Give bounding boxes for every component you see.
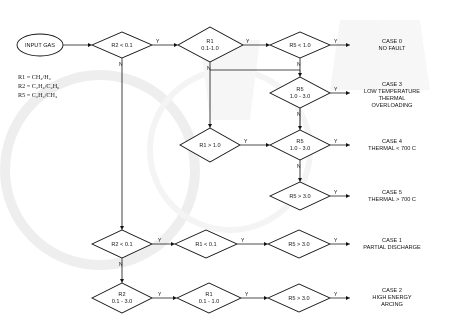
legend-r5: R5 = C₂H₂/CH₄	[18, 92, 57, 99]
case-3-desc-2: THERMAL	[379, 96, 406, 102]
decision-r2-lt-01-bottom-label: R2 < 0.1	[111, 242, 132, 248]
case-4-outcome: CASE 4 THERMAL < 700 C	[368, 139, 416, 152]
decision-r5-10-30-lower-line2: 1.0 - 3.0	[290, 146, 311, 152]
decision-r5-gt-30-upper: R5 > 3.0	[270, 182, 330, 210]
no-label: N	[297, 62, 301, 68]
decision-r5-gt-30-middle-label: R5 > 3.0	[288, 242, 309, 248]
no-label: N	[119, 262, 123, 268]
case-2-desc-2: ARCING	[381, 302, 403, 308]
decision-r2-01-30: R2 0.1 - 3.0	[92, 283, 152, 313]
case-1-desc: PARTIAL DISCHARGE	[363, 245, 421, 251]
decision-r1-01-10-top-line2: 0.1-1.0	[201, 46, 218, 52]
decision-r5-gt-30-bottom-label: R5 > 3.0	[288, 296, 309, 302]
ratio-legend: R1 = CH₄/H₂ R2 = C₂H₄/C₂H₆ R5 = C₂H₂/CH₄	[18, 74, 59, 99]
decision-r5-10-30-upper: R5 1.0 - 3.0	[270, 77, 330, 108]
input-gas-label: INPUT GAS	[25, 43, 55, 49]
yes-label: Y	[334, 238, 338, 244]
decision-r2-lt-01-top: R2 < 0.1	[92, 32, 152, 58]
decision-r1-lt-01-label: R1 < 0.1	[195, 242, 216, 248]
yes-label: Y	[245, 292, 249, 298]
case-3-desc-3: OVERLOADING	[371, 103, 412, 109]
yes-label: Y	[158, 292, 162, 298]
decision-r5-gt-30-middle: R5 > 3.0	[268, 230, 330, 258]
decision-r5-lt-10: R5 < 1.0	[270, 32, 330, 58]
no-label: N	[297, 164, 301, 170]
decision-r5-10-30-upper-line2: 1.0 - 3.0	[290, 94, 311, 100]
case-0-title: CASE 0	[382, 39, 402, 45]
decision-r1-lt-01: R1 < 0.1	[175, 230, 237, 258]
case-3-desc-1: LOW TEMPERATURE	[364, 89, 420, 95]
case-4-desc: THERMAL < 700 C	[368, 146, 416, 152]
input-gas-node: INPUT GAS	[17, 34, 63, 56]
decision-r5-10-30-lower-line1: R5	[296, 139, 303, 145]
no-label: N	[297, 112, 301, 118]
case-1-title: CASE 1	[382, 238, 402, 244]
case-2-outcome: CASE 2 HIGH ENERGY ARCING	[372, 288, 411, 308]
case-5-title: CASE 5	[382, 190, 402, 196]
no-label: N	[119, 62, 123, 68]
case-2-desc-1: HIGH ENERGY	[372, 295, 411, 301]
case-5-desc: THERMAL > 700 C	[368, 197, 416, 203]
decision-r2-01-30-line1: R2	[118, 292, 125, 298]
decision-r2-lt-01-top-label: R2 < 0.1	[111, 43, 132, 49]
case-0-outcome: CASE 0 NO FAULT	[379, 39, 407, 52]
decision-r1-gt-10-label: R1 > 1.0	[199, 143, 220, 149]
decision-r1-01-10-bottom-line2: 0.1 - 1.0	[199, 299, 220, 305]
decision-r1-01-10-bottom: R1 0.1 - 1.0	[177, 283, 241, 313]
decision-r2-01-30-line2: 0.1 - 3.0	[112, 299, 133, 305]
no-label: N	[207, 66, 211, 72]
yes-label: Y	[334, 139, 338, 145]
decision-r1-01-10-bottom-line1: R1	[205, 292, 212, 298]
decision-r5-lt-10-label: R5 < 1.0	[289, 43, 310, 49]
decision-r5-10-30-lower: R5 1.0 - 3.0	[270, 130, 330, 160]
case-3-title: CASE 3	[382, 82, 402, 88]
decision-r5-gt-30-upper-label: R5 > 3.0	[289, 194, 310, 200]
yes-label: Y	[334, 292, 338, 298]
decision-r5-gt-30-bottom: R5 > 3.0	[268, 284, 330, 312]
legend-r1: R1 = CH₄/H₂	[18, 74, 51, 81]
case-2-title: CASE 2	[382, 288, 402, 294]
case-1-outcome: CASE 1 PARTIAL DISCHARGE	[363, 238, 421, 251]
yes-label: Y	[334, 190, 338, 196]
yes-label: Y	[244, 139, 248, 145]
case-5-outcome: CASE 5 THERMAL > 700 C	[368, 190, 416, 203]
decision-r5-10-30-upper-line1: R5	[296, 87, 303, 93]
case-0-desc: NO FAULT	[379, 46, 407, 52]
decision-r1-01-10-top-line1: R1	[206, 39, 213, 45]
yes-label: Y	[156, 39, 160, 45]
case-4-title: CASE 4	[382, 139, 402, 145]
legend-r2: R2 = C₂H₄/C₂H₆	[18, 83, 59, 90]
yes-label: Y	[241, 238, 245, 244]
